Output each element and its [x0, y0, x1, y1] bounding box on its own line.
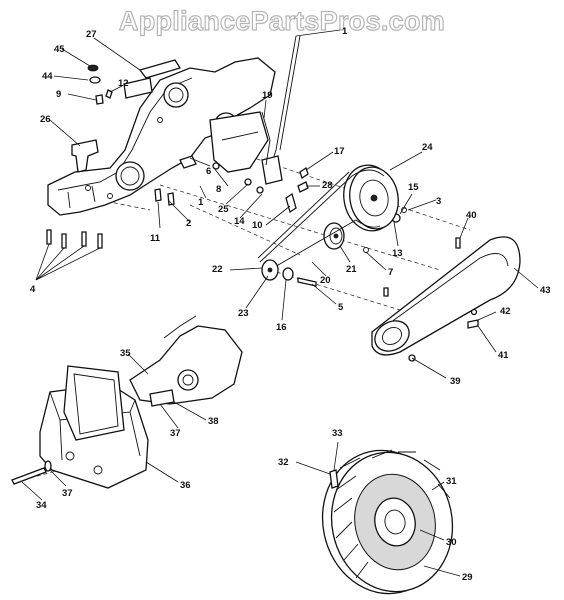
guard-bracket: [129, 315, 243, 407]
callout-11: 11: [150, 233, 161, 244]
callout-33: 33: [332, 428, 343, 439]
callout-37-upper: 37: [170, 428, 181, 439]
guard-bolt: [11, 460, 52, 485]
wheel-assembly: [321, 449, 454, 595]
callout-32: 32: [278, 457, 289, 468]
callout-28: 28: [322, 180, 333, 191]
callout-26: 26: [40, 114, 51, 125]
callout-1-top: 1: [342, 26, 348, 37]
tiller-frame: [47, 57, 276, 216]
callout-21: 21: [346, 264, 357, 275]
callout-42: 42: [500, 306, 511, 317]
bracket: [71, 139, 99, 173]
callout-12: 12: [118, 78, 129, 89]
callout-45: 45: [54, 44, 65, 55]
callout-7: 7: [388, 267, 393, 278]
front-guard: [39, 365, 149, 489]
callout-36: 36: [180, 480, 191, 491]
callout-31: 31: [446, 476, 457, 487]
callout-9: 9: [56, 89, 61, 100]
callout-25: 25: [218, 204, 229, 215]
callout-3: 3: [436, 196, 441, 207]
callout-4: 4: [30, 284, 36, 295]
leader-lines: [21, 29, 539, 577]
callout-34: 34: [36, 500, 47, 511]
callout-2: 2: [186, 218, 191, 229]
callout-20: 20: [320, 275, 331, 286]
mounting-bolts: [46, 229, 103, 249]
callout-22: 22: [212, 264, 223, 275]
callout-15: 15: [408, 182, 419, 193]
callout-labels: 1 1 2 3 4 5 6 7 8 9 10 11 12 13 14 15 16…: [30, 26, 551, 583]
engine-pulley: [261, 259, 294, 281]
callout-8: 8: [216, 184, 221, 195]
belt-cover: [371, 236, 521, 356]
callout-41: 41: [498, 350, 509, 361]
callout-19: 19: [262, 90, 273, 101]
callout-14: 14: [234, 216, 245, 227]
callout-24: 24: [422, 142, 433, 153]
shift-rod: [261, 35, 301, 185]
callout-1: 1: [198, 197, 204, 208]
callout-44: 44: [42, 71, 53, 82]
callout-30: 30: [446, 537, 457, 548]
idler-pulley: [323, 222, 345, 250]
callout-27: 27: [86, 29, 97, 40]
callout-5: 5: [338, 302, 344, 313]
watermark: AppliancePartsPros.com: [119, 6, 445, 36]
drive-belt: [257, 169, 385, 273]
callout-10: 10: [252, 220, 263, 231]
callout-39: 39: [450, 376, 461, 387]
callout-16: 16: [276, 322, 287, 333]
callout-40: 40: [466, 210, 477, 221]
callout-29: 29: [462, 572, 473, 583]
callout-17: 17: [334, 146, 345, 157]
callout-38: 38: [208, 416, 219, 427]
drive-pulley: [343, 164, 399, 232]
callout-23: 23: [238, 308, 249, 319]
callout-43: 43: [540, 285, 551, 296]
callout-35: 35: [120, 348, 131, 359]
callout-13: 13: [392, 248, 403, 259]
callout-6: 6: [206, 166, 211, 177]
callout-37-lower: 37: [62, 488, 73, 499]
